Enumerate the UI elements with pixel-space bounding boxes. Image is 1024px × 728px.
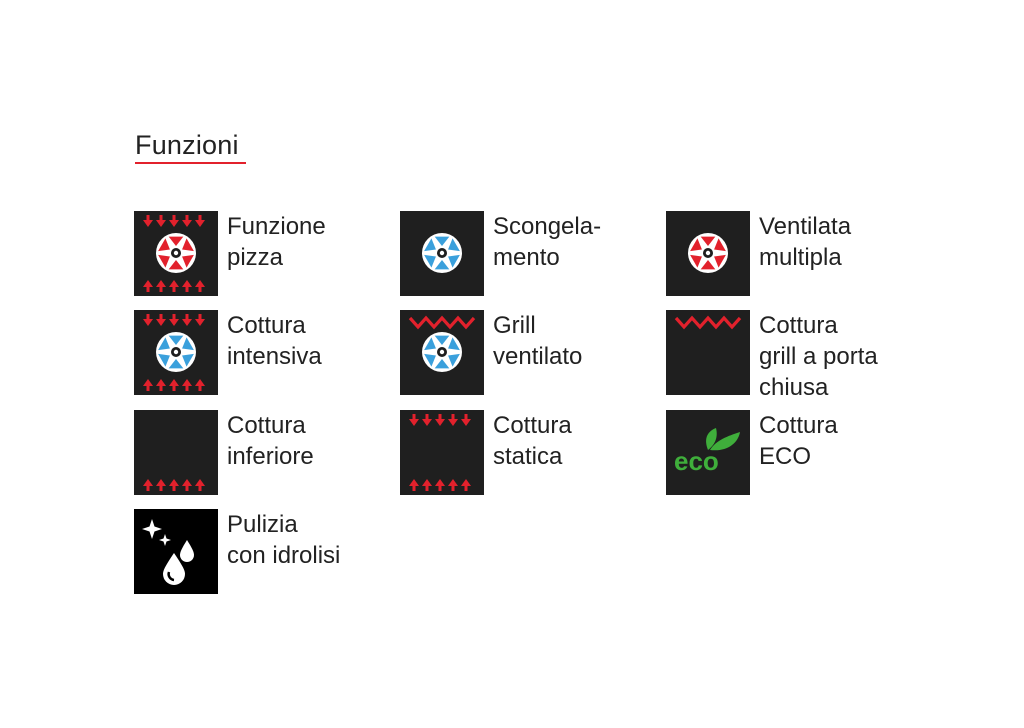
function-label: Cottura ECO xyxy=(759,412,838,470)
multi-fan-icon xyxy=(666,211,750,296)
bottom-heat-arrows-icon xyxy=(143,479,205,491)
intensive-cooking-icon xyxy=(134,310,218,395)
hydrolysis-cleaning-icon xyxy=(134,509,218,594)
title-underline xyxy=(135,162,246,164)
function-item-fan-grill: Grill ventilato xyxy=(400,310,660,400)
function-item-closed-door-grill: Cottura grill a porta chiusa xyxy=(666,310,926,401)
function-label: Cottura statica xyxy=(493,412,572,470)
function-item-static: Cottura statica xyxy=(400,410,660,500)
fan-icon xyxy=(422,233,462,273)
bottom-heat-arrows-icon xyxy=(143,280,205,292)
function-label: Pulizia con idrolisi xyxy=(227,511,341,569)
fan-icon xyxy=(156,332,196,372)
eco-cooking-icon: eco xyxy=(666,410,750,495)
function-item-bottom-heat: Cottura inferiore xyxy=(134,410,394,500)
function-label: Cottura grill a porta chiusa xyxy=(759,312,878,401)
top-heat-arrows-icon xyxy=(143,215,205,227)
page-title: Funzioni xyxy=(135,130,239,160)
function-item-defrost: Scongela- mento xyxy=(400,211,660,301)
bottom-heat-icon xyxy=(134,410,218,495)
functions-grid: Funzione pizza Scongela- mento Ventilata… xyxy=(134,211,934,611)
function-label: Scongela- mento xyxy=(493,213,602,271)
fan-icon xyxy=(422,332,462,372)
function-item-eco: eco Cottura ECO xyxy=(666,410,926,500)
eco-logo-text: eco xyxy=(674,446,719,476)
top-heat-arrows-icon xyxy=(143,314,205,326)
defrost-icon xyxy=(400,211,484,296)
function-label: Cottura inferiore xyxy=(227,412,314,470)
function-label: Ventilata multipla xyxy=(759,213,852,271)
function-item-pizza: Funzione pizza xyxy=(134,211,394,301)
fan-grill-icon xyxy=(400,310,484,395)
function-label: Grill ventilato xyxy=(493,312,583,370)
function-label: Funzione pizza xyxy=(227,213,326,271)
closed-door-grill-icon xyxy=(666,310,750,395)
fan-icon xyxy=(688,233,728,273)
bottom-heat-arrows-icon xyxy=(409,479,471,491)
fan-icon xyxy=(156,233,196,273)
pizza-function-icon xyxy=(134,211,218,296)
top-heat-arrows-icon xyxy=(409,414,471,426)
function-item-hydrolysis: Pulizia con idrolisi xyxy=(134,509,394,599)
bottom-heat-arrows-icon xyxy=(143,379,205,391)
function-item-multi-fan: Ventilata multipla xyxy=(666,211,926,301)
function-label: Cottura intensiva xyxy=(227,312,322,370)
function-item-intensive: Cottura intensiva xyxy=(134,310,394,400)
static-cooking-icon xyxy=(400,410,484,495)
